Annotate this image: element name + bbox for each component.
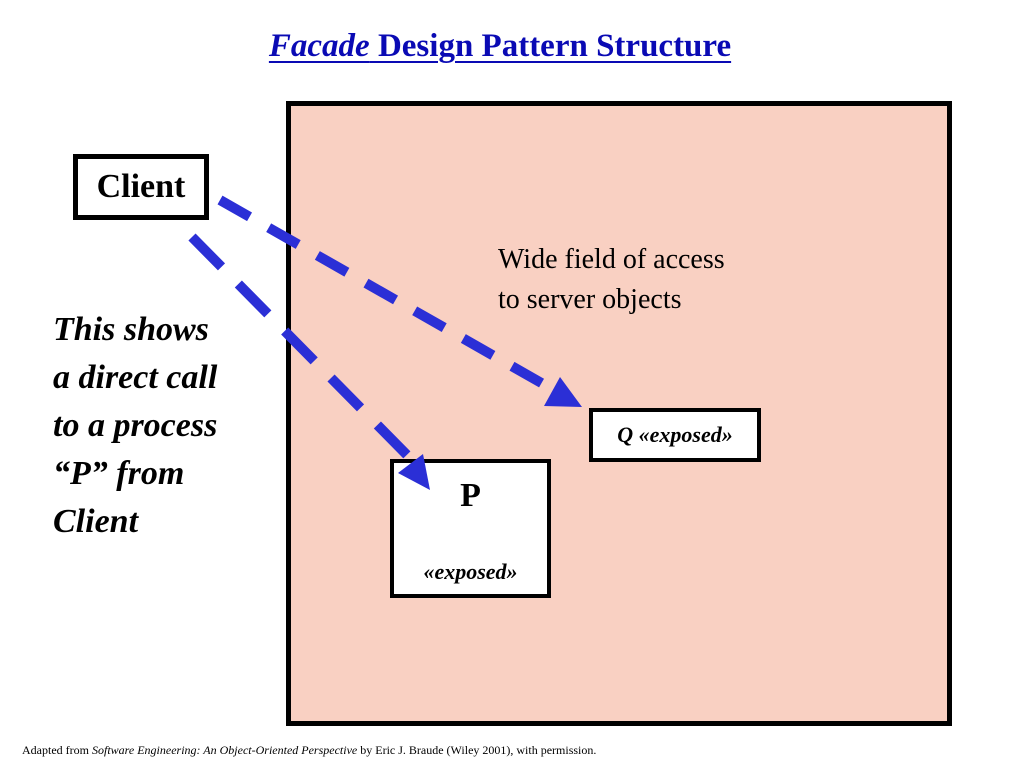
client-box: Client	[73, 154, 209, 220]
footer-book-title: Software Engineering: An Object-Oriented…	[91, 743, 358, 757]
p-exposed-box: P «exposed»	[390, 459, 551, 598]
title-rest: Design Pattern Structure	[369, 28, 732, 64]
note-line-3: to a process	[53, 407, 218, 444]
q-label: Q «exposed»	[617, 422, 733, 447]
note-line-1: This shows	[53, 311, 209, 348]
p-stereotype: «exposed»	[423, 559, 518, 584]
footer-prefix: Adapted from	[22, 743, 92, 757]
server-description-line-2: to server objects	[498, 284, 682, 315]
diagram-title: Facade Design Pattern Structure	[0, 28, 1000, 65]
note-line-2: a direct call	[53, 359, 218, 396]
attribution-footer: Adapted from Software Engineering: An Ob…	[22, 743, 596, 758]
client-label: Client	[96, 168, 186, 205]
server-description: Wide field of access to server objects	[498, 240, 725, 320]
note-line-5: Client	[53, 503, 139, 540]
title-italic-part: Facade	[268, 28, 370, 64]
footer-suffix: by Eric J. Braude (Wiley 2001), with per…	[357, 743, 597, 757]
p-label: P	[460, 477, 481, 514]
direct-call-note: This shows a direct call to a process “P…	[53, 306, 217, 546]
note-line-4: “P” from	[53, 455, 185, 492]
q-exposed-box: Q «exposed»	[589, 408, 761, 462]
server-description-line-1: Wide field of access	[498, 244, 725, 275]
